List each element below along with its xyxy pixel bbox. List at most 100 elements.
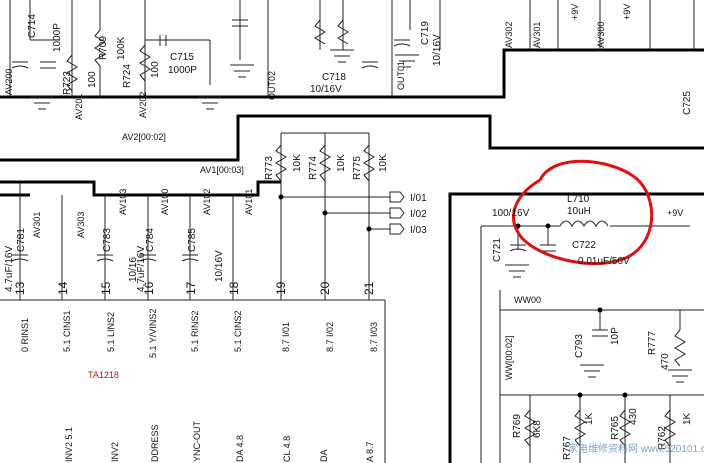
r775-val: 10K: [378, 154, 389, 172]
pin-18: 18: [227, 281, 241, 295]
ic-body: [0, 299, 386, 463]
r769-ref: R769: [512, 414, 523, 438]
pin-21: 21: [362, 281, 376, 295]
c784-ref: C784: [145, 228, 156, 252]
net-av200: AV200: [4, 69, 14, 95]
bottom-label-7: DA: [319, 449, 329, 462]
c721-val: 100/16V: [492, 208, 530, 219]
net-io1: I/01: [410, 193, 427, 204]
net-av103: AV103: [118, 189, 128, 215]
r767-val: 1K: [584, 412, 595, 425]
bottom-label-6: CL 4.8: [282, 436, 292, 462]
bottom-label-3: DDRESS: [150, 424, 160, 462]
net-av202: AV202: [138, 92, 148, 118]
net-io2: I/02: [410, 209, 427, 220]
r709-val: 100K: [116, 36, 127, 60]
r762-val: 1K: [682, 412, 693, 425]
c783-val: 10/16: [128, 257, 139, 282]
r709-ref: R709: [98, 36, 109, 60]
r724-ref: R724: [122, 64, 133, 88]
l710-ref: L710: [567, 194, 590, 205]
pin-name-13: 0 RINS1: [20, 318, 30, 352]
c781-val: 4.7uF/16V: [4, 246, 15, 292]
bottom-labels: INV2 5.1 INV2 DDRESS YNC-OUT DA 4.8 CL 4…: [64, 421, 375, 462]
c714-val: 1000P: [52, 23, 63, 52]
c793-val: 10P: [610, 327, 621, 345]
pin-19: 19: [274, 281, 288, 295]
pin-name-19: 8.7 I/01: [281, 322, 291, 352]
r777-ref: R777: [647, 331, 658, 355]
bus-lines: [0, 48, 704, 463]
pin-15: 15: [99, 281, 113, 295]
pin-13: 13: [13, 281, 27, 295]
net-c725: C725: [682, 91, 693, 115]
c722-ref: C722: [572, 240, 596, 251]
bottom-label-8: A 8.7: [365, 441, 375, 462]
pin-name-16: 5.1 Y/VINS2: [148, 309, 158, 358]
net-av201: AV201: [74, 94, 84, 120]
net-av1bus: AV1[00:03]: [200, 165, 244, 175]
pin-name-21: 8.7 I/03: [369, 322, 379, 352]
r775-ref: R775: [352, 156, 363, 180]
io-connectors: [389, 191, 405, 235]
net-av303: AV303: [76, 212, 86, 238]
pin-name-18: 5.1 CINS2: [233, 310, 243, 352]
ic-pin-numbers: 13 14 15 16 17 18 19 20 21: [13, 281, 376, 295]
bottom-label-2: INV2: [110, 442, 120, 462]
pin-14: 14: [56, 281, 70, 295]
net-av302: AV302: [504, 22, 514, 48]
c783-ref: C783: [102, 228, 113, 252]
c784-val: 4.7uF/16V: [136, 246, 147, 292]
pin-name-17: 5.1 RINS2: [190, 310, 200, 352]
net-plus9v-right: +9V: [667, 208, 683, 218]
r773-ref: R773: [264, 156, 275, 180]
c781-ref: C781: [16, 228, 27, 252]
net-av301: AV301: [532, 22, 542, 48]
c719-ref: C719: [420, 21, 431, 45]
chip-part-number: TA1218: [88, 370, 119, 380]
c715-ref: C715: [170, 52, 194, 63]
r723-ref: R723: [62, 71, 73, 95]
pin-name-14: 5.1 CINS1: [62, 310, 72, 352]
c719-val: 10/16V: [432, 34, 443, 66]
r774-val: 10K: [336, 154, 347, 172]
net-av102: AV102: [202, 189, 212, 215]
net-wwbus: WW[00:02]: [504, 335, 514, 380]
pin-16: 16: [142, 281, 156, 295]
r765-ref: R765: [610, 416, 621, 440]
pin-name-15: 5.1 LINS2: [106, 312, 116, 352]
c721-ref: C721: [492, 238, 503, 262]
c785-val: 10/16V: [214, 250, 225, 282]
r762-ref: R762: [657, 426, 668, 450]
c785-ref: C785: [187, 228, 198, 252]
c718-ref: C718: [322, 72, 346, 83]
net-out01: OUT01: [396, 61, 406, 90]
polarized-caps-row: [11, 254, 199, 262]
net-ww00: WW00: [514, 295, 541, 305]
annotation-circle: [512, 159, 654, 266]
net-plus9v-top1: +9V: [570, 4, 580, 20]
r769-val: 6K8: [532, 420, 543, 438]
l710-val: 10uH: [567, 206, 591, 217]
resistor-symbols: [66, 19, 686, 447]
c718-val: 10/16V: [310, 84, 342, 95]
bottom-label-5: DA 4.8: [235, 435, 245, 462]
r723-val: 100: [87, 71, 98, 88]
inductor-l710: [559, 220, 609, 227]
r774-ref: R774: [308, 156, 319, 180]
bottom-label-1: INV2 5.1: [64, 427, 74, 462]
net-av100: AV100: [160, 189, 170, 215]
component-labels: C714 1000P R709 100K R723 100 R724 100 C…: [4, 14, 693, 460]
c722-val: 0.01uF/50V: [578, 256, 630, 267]
net-av101: AV101: [244, 189, 254, 215]
r777-val: 470: [660, 353, 671, 370]
pin-17: 17: [184, 281, 198, 295]
pin-20: 20: [318, 281, 332, 295]
c715-val: 1000P: [168, 65, 197, 76]
net-plus9v-top2: +9V: [622, 4, 632, 20]
bottom-label-4: YNC-OUT: [192, 421, 202, 462]
r773-val: 10K: [292, 154, 303, 172]
ic-pin-names: 0 RINS1 5.1 CINS1 5.1 LINS2 5.1 Y/VINS2 …: [20, 309, 379, 358]
r724-val: 100: [150, 61, 161, 78]
